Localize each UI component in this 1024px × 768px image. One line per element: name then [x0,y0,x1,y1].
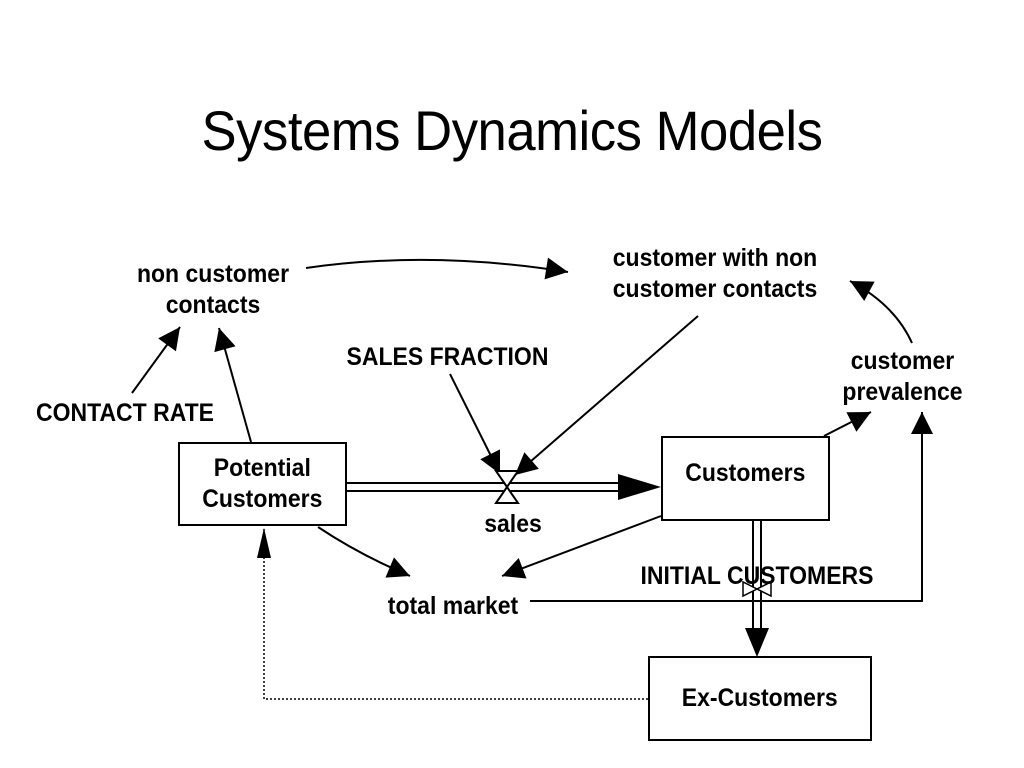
flow-arrowhead-churn [745,628,769,657]
link-customer-prevalence-to-customer-with-non-customer-contacts [849,280,913,344]
var-customer-prevalence: customer prevalence [842,347,963,406]
link-contact-rate-to-non-customer-contacts [131,326,181,394]
stock-potential-customers: Potential Customers [178,442,347,526]
slide-title: Systems Dynamics Models [201,99,823,162]
stock-ex-customers-label: Ex-Customers [682,684,838,712]
stock-potential-customers-label: Potential Customers [202,454,323,513]
link-total-market-to-customer-prevalence [530,412,933,602]
flow-arrowhead-sales [618,474,661,500]
link-ex-customers-to-potential-customers [263,528,648,700]
var-sales-fraction: SALES FRACTION [346,343,549,371]
var-contact-rate: CONTACT RATE [35,399,215,427]
link-non-customer-contacts-to-customer-with-non-customer-contacts [305,257,569,280]
stock-ex-customers: Ex-Customers [648,656,872,741]
link-potential-customers-to-non-customer-contacts [214,327,252,443]
arrowhead-potential-customers [257,528,271,558]
link-potential-customers-to-total-market [317,526,411,578]
var-customer-with-non-customer-contacts: customer with non customer contacts [612,244,818,303]
var-non-customer-contacts: non customer contacts [136,260,290,319]
churn-valve-icon [742,580,772,598]
link-customers-to-total-market [501,515,662,579]
var-total-market: total market [387,592,519,620]
stock-customers: Customers [661,436,830,521]
link-customers-to-customer-prevalence [823,411,872,437]
var-sales: sales [484,510,542,538]
link-customer-with-non-customer-contacts-to-sales [514,315,699,476]
stock-customers-label: Customers [685,459,806,487]
link-sales-fraction-to-sales [449,373,501,475]
sales-valve-icon [494,470,520,504]
var-initial-customers: INITIAL CUSTOMERS [640,562,874,590]
